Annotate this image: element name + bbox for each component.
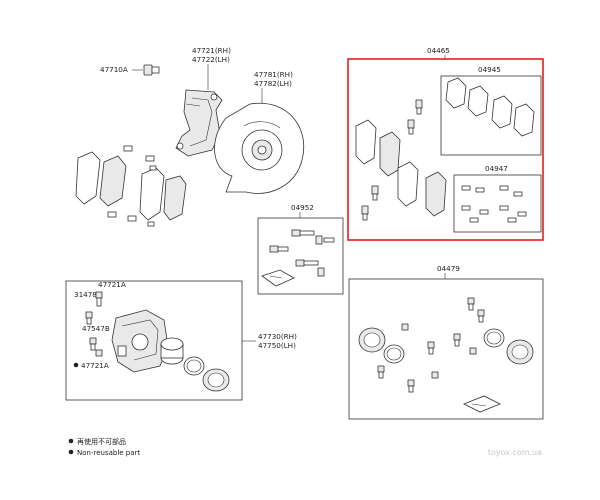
kit-04952-group: 04952 xyxy=(257,203,344,295)
label-shield-rh: 47781(RH) xyxy=(254,70,293,79)
label-cap: 31478B xyxy=(74,290,102,299)
label-mount-lh: 47722(LH) xyxy=(192,55,230,64)
mounting-bracket[interactable] xyxy=(175,89,223,157)
label-kit-seal: 04479 xyxy=(437,264,460,273)
piston[interactable] xyxy=(160,337,184,365)
kit-04947-box xyxy=(453,174,542,233)
legend-dot-cn xyxy=(68,438,74,444)
bolts-04465[interactable] xyxy=(361,99,423,221)
pads-04465[interactable] xyxy=(355,119,447,217)
grease-packet-04479[interactable] xyxy=(463,395,501,413)
mounting-group: 47710A 47721(RH) 47722(LH) 47781(RH) 477… xyxy=(75,46,305,227)
label-kit-main: 04465 xyxy=(427,46,450,55)
shims-04945[interactable] xyxy=(445,77,535,137)
label-pin-bottom: 47721A xyxy=(81,361,109,370)
kit-highlight-box xyxy=(347,58,544,241)
caliper-body[interactable] xyxy=(111,309,169,373)
label-caliper-lh: 47750(LH) xyxy=(258,341,296,350)
label-shield-lh: 47782(LH) xyxy=(254,79,292,88)
pin-bolts[interactable] xyxy=(85,291,103,357)
legend-dot-en xyxy=(68,449,74,455)
kit-04465-group: 04465 04945 04947 xyxy=(347,46,544,241)
non-reusable-dot xyxy=(73,362,79,368)
kit-04479-box xyxy=(348,278,544,420)
label-pin-top: 47721A xyxy=(98,280,126,289)
legend-text-en: Non-reusable part xyxy=(77,449,140,457)
small-fittings[interactable] xyxy=(377,297,485,393)
label-bolt: 47710A xyxy=(100,65,128,74)
grease-packet[interactable] xyxy=(261,269,295,287)
label-kit-pads-a: 04945 xyxy=(478,65,501,74)
watermark: toyox.com.ua xyxy=(488,448,542,457)
clips-04947[interactable] xyxy=(461,185,527,223)
pad-clips-left[interactable] xyxy=(107,145,157,227)
kit-04479-group: 04479 xyxy=(348,264,544,420)
kit-04952-box xyxy=(257,217,344,295)
seal-ring[interactable] xyxy=(183,356,205,376)
pads-left[interactable] xyxy=(75,151,187,221)
dust-boot[interactable] xyxy=(202,368,230,392)
label-kit-pads-b: 04947 xyxy=(485,164,508,173)
label-mount-rh: 47721(RH) xyxy=(192,46,231,55)
bolt-icon[interactable] xyxy=(143,64,160,76)
caliper-group: 47721A 31478B 47547B 47721A xyxy=(65,280,297,401)
guide-pins[interactable] xyxy=(269,229,335,277)
label-bleeder: 47547B xyxy=(82,324,110,333)
seal-rings[interactable] xyxy=(358,327,534,365)
legend-text-cn: 再使用不可部品 xyxy=(77,437,126,446)
label-caliper-rh: 47730(RH) xyxy=(258,332,297,341)
disc-shield[interactable] xyxy=(214,102,305,194)
kit-04945-box xyxy=(440,75,542,156)
label-kit-guide: 04952 xyxy=(291,203,314,212)
legend: 再使用不可部品 Non-reusable part xyxy=(68,437,140,457)
caliper-box xyxy=(65,280,243,401)
